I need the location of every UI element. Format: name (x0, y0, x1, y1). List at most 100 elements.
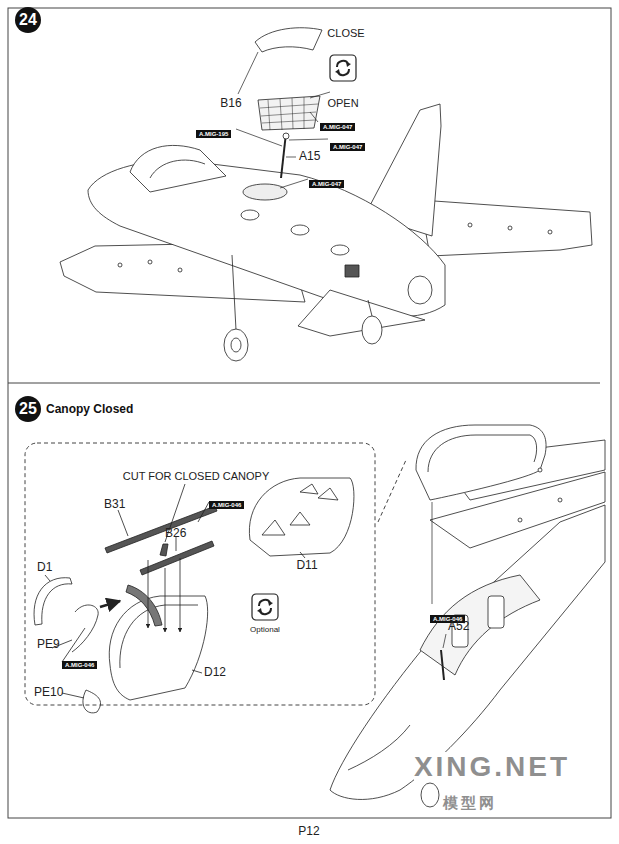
drawing-stroke (281, 133, 286, 178)
drawing-stroke (249, 478, 354, 556)
drawing-stroke (443, 634, 446, 648)
paint-code-text: A.MIG-047 (330, 143, 365, 151)
part-number: A15 (299, 150, 320, 163)
part-number: B26 (165, 527, 186, 540)
drawing-stroke (468, 223, 472, 227)
drawing-stroke (508, 226, 512, 230)
paint-code: A.MIG-046 (62, 653, 97, 671)
part-number-text: PE10 (34, 685, 63, 699)
part-number-text: B26 (165, 526, 186, 540)
drawing-stroke (192, 670, 202, 673)
drawing-stroke (558, 498, 562, 502)
instruction-note-text: CUT FOR CLOSED CANOPY (123, 470, 270, 482)
drawing-stroke (441, 650, 444, 680)
option-label: Optional (250, 626, 280, 635)
part-number: PE10 (34, 686, 63, 699)
drawing-stroke (348, 725, 410, 770)
part-number-text: B16 (220, 96, 241, 110)
drawing-stroke (298, 290, 425, 336)
drawing-stroke (548, 230, 552, 234)
drawing-stroke (130, 145, 226, 192)
page-number: P12 (298, 825, 319, 838)
paint-code: A.MIG-195 (196, 122, 231, 140)
step-number: 24 (15, 7, 41, 33)
drawing-stroke (118, 263, 122, 267)
paint-code-text: A.MIG-047 (309, 180, 344, 188)
part-number: B31 (104, 498, 125, 511)
drawing-stroke (283, 133, 289, 139)
drawing-stroke (83, 690, 101, 713)
part-number-text: D11 (296, 558, 317, 572)
paint-code: A.MIG-047 (309, 172, 344, 190)
drawing-stroke (148, 560, 149, 628)
option-label: OPEN (327, 97, 358, 109)
drawing-stroke (224, 329, 248, 361)
rotation-icon (252, 594, 278, 620)
drawing-stroke (420, 200, 592, 256)
part-number-text: B31 (104, 497, 125, 511)
inset-parts (34, 478, 354, 713)
drawing-stroke (241, 210, 259, 220)
drawing-stroke (421, 783, 439, 807)
paint-code: A.MIG-046 (209, 493, 244, 511)
watermark-text: XING.NET (414, 751, 570, 782)
drawing-stroke (432, 502, 433, 604)
drawing-stroke (140, 541, 214, 575)
part-number-text: A52 (448, 619, 469, 633)
drawing-stroke (62, 693, 84, 698)
drawing-stroke (236, 129, 282, 146)
part-number: PE9 (37, 638, 60, 651)
aircraft-step24 (60, 28, 592, 361)
drawing-stroke (238, 52, 258, 94)
drawing-stroke (243, 184, 287, 200)
drawing-stroke (286, 157, 296, 158)
watermark: XING.NET (414, 752, 570, 783)
drawing-stroke (180, 558, 181, 632)
part-number: D12 (204, 666, 226, 679)
paint-code-text: A.MIG-047 (320, 123, 355, 131)
drawing-stroke (428, 435, 537, 472)
drawing-stroke (100, 601, 120, 607)
step-number: 25Canopy Closed (15, 396, 41, 422)
paint-code-text: A.MIG-046 (62, 661, 97, 669)
drawing-stroke (231, 338, 241, 352)
inset-arrows (45, 484, 305, 698)
paint-code: A.MIG-047 (320, 115, 355, 133)
part-number-text: A15 (299, 149, 320, 163)
drawing-stroke (34, 578, 72, 625)
watermark-text: 模型网 (443, 794, 497, 811)
part-number-text: D12 (204, 665, 226, 679)
leader-lines (432, 502, 446, 648)
paint-code-text: A.MIG-195 (196, 130, 231, 138)
drawing-stroke (310, 92, 330, 98)
drawing-stroke (150, 160, 205, 178)
drawing-stroke (160, 544, 168, 556)
drawing-stroke (408, 276, 432, 304)
drawing-stroke (300, 552, 305, 558)
drawing-stroke (45, 575, 50, 581)
step-divider (8, 383, 600, 384)
drawing-stroke (368, 300, 372, 316)
part-number: A52 (448, 620, 469, 633)
drawing-stroke (518, 518, 522, 522)
drawing-stroke (280, 179, 308, 188)
drawing-stroke (291, 225, 309, 235)
part-number: D1 (37, 561, 52, 574)
inset-pointer (378, 460, 406, 522)
drawing-stroke (289, 139, 328, 140)
part-number-text: D1 (37, 560, 52, 574)
drawing-stroke (148, 260, 152, 264)
drawing-stroke (330, 505, 605, 799)
instruction-note: CUT FOR CLOSED CANOPY (123, 470, 270, 482)
drawing-stroke (345, 265, 359, 277)
part-number-text: PE9 (37, 637, 60, 651)
drawing-stroke (260, 97, 318, 130)
step-heading: Canopy Closed (46, 402, 133, 416)
watermark: 模型网 (443, 795, 497, 812)
inset-frame (25, 443, 375, 705)
step-number-text: 25 (15, 396, 41, 422)
drawing-stroke (109, 596, 207, 700)
page-number-text: P12 (298, 824, 319, 838)
paint-code: A.MIG-047 (330, 135, 365, 153)
drawing-stroke (310, 112, 318, 122)
